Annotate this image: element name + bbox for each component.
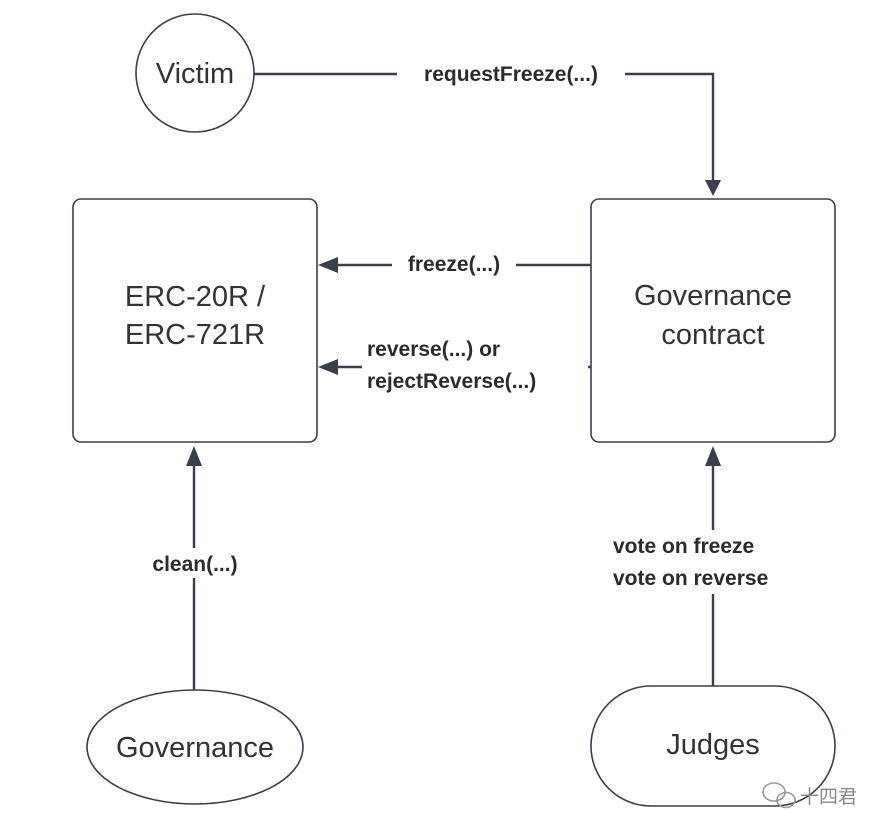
node-judges-label: Judges xyxy=(666,729,760,761)
edge-label-votes-line2: vote on reverse xyxy=(613,567,768,590)
arrowhead-up xyxy=(705,446,721,466)
node-governance-contract: Governance contract xyxy=(590,198,836,443)
node-token-contract: ERC-20R / ERC-721R xyxy=(72,198,318,443)
edge-label-votes-line1: vote on freeze xyxy=(613,535,754,558)
edge-reverse: reverse(...) or rejectReverse(...) xyxy=(318,333,591,397)
edge-label-reverse-line1: reverse(...) or xyxy=(367,338,500,361)
edge-votes: vote on freeze vote on reverse xyxy=(608,446,820,686)
watermark: 十四君 xyxy=(762,782,857,809)
node-victim: Victim xyxy=(135,13,255,133)
node-token-line1: ERC-20R / xyxy=(125,281,266,313)
edge-label-request-freeze: requestFreeze(...) xyxy=(424,63,598,86)
wechat-icon xyxy=(762,782,796,809)
node-governance-contract-line1: Governance xyxy=(634,280,792,312)
edge-label-reverse-line2: rejectReverse(...) xyxy=(367,370,536,393)
arrowhead-down xyxy=(705,180,721,196)
edge-freeze: freeze(...) xyxy=(318,250,591,278)
node-governance-contract-line2: contract xyxy=(661,319,764,351)
watermark-text: 十四君 xyxy=(800,786,857,808)
node-governance: Governance xyxy=(86,689,304,805)
node-victim-label: Victim xyxy=(156,58,234,90)
arrowhead-up xyxy=(186,446,202,466)
edge-clean: clean(...) xyxy=(132,446,258,690)
node-judges: Judges xyxy=(590,685,836,807)
edge-request-freeze: requestFreeze(...) xyxy=(254,60,721,196)
edge-label-freeze: freeze(...) xyxy=(408,253,500,276)
arrowhead-left xyxy=(318,359,338,375)
node-token-line2: ERC-721R xyxy=(125,319,265,351)
node-governance-label: Governance xyxy=(116,732,274,764)
edge-label-clean: clean(...) xyxy=(152,553,237,576)
arrowhead-left xyxy=(318,257,338,273)
